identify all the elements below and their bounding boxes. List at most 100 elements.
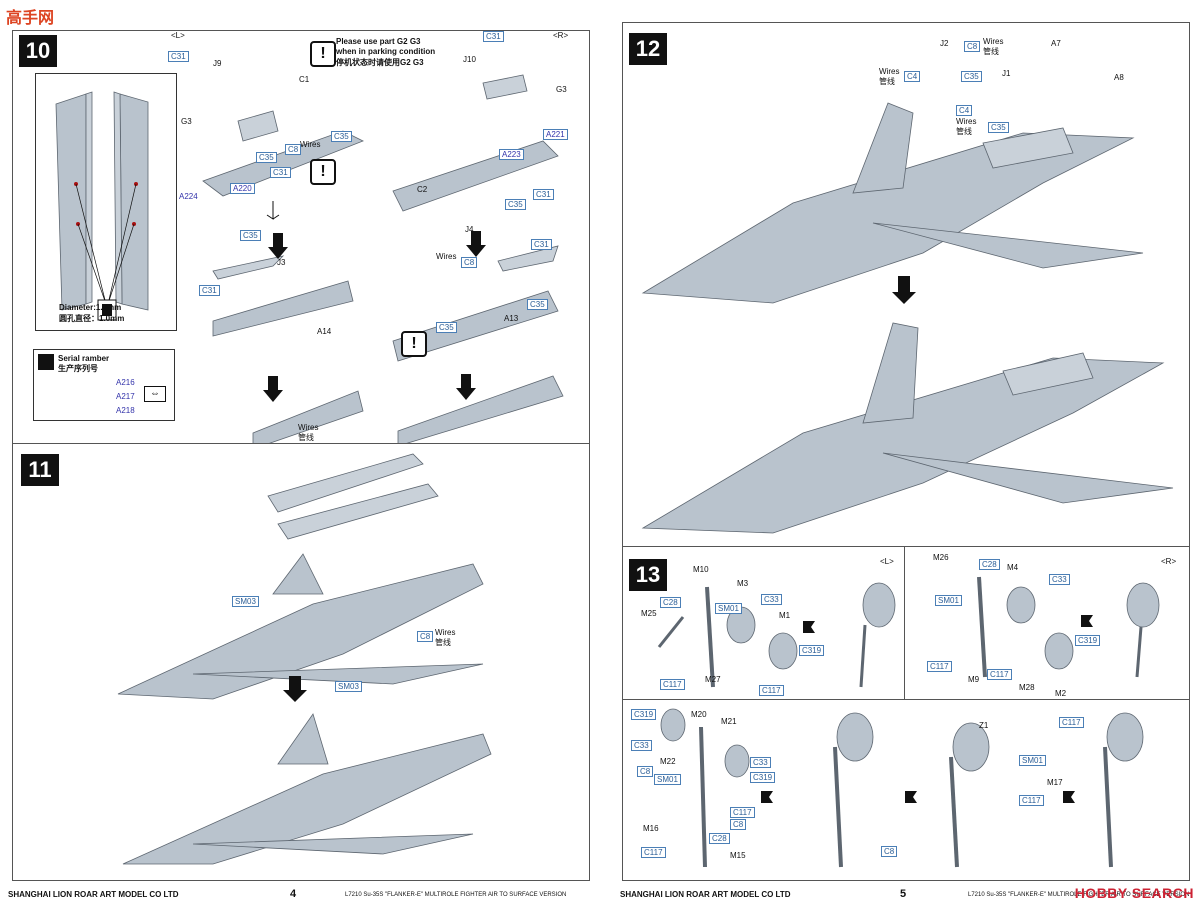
warning-icon: !: [310, 41, 336, 67]
part-c31-r1: C31: [483, 31, 504, 42]
part-c31-1: C31: [168, 51, 189, 62]
part-j3: J3: [277, 258, 286, 267]
part-m9: M9: [968, 675, 980, 684]
part-c8-f1: C8: [637, 766, 654, 777]
part-a7: A7: [1051, 39, 1061, 48]
divider-horizontal: [623, 699, 1189, 700]
warning-icon-2: !: [310, 159, 336, 185]
site-logo: 高手网: [6, 10, 55, 27]
part-sm01-f: SM01: [654, 774, 681, 785]
step10-right-drawing: [392, 74, 564, 444]
wires-label-12a: Wires: [983, 37, 1004, 46]
part-g3-l: G3: [181, 117, 192, 126]
step13-number: 13: [629, 559, 667, 591]
part-c8-f2: C8: [730, 819, 747, 830]
step11-number: 11: [21, 454, 59, 486]
serial-a217: A217: [116, 392, 135, 401]
part-c35-12a: C35: [961, 71, 982, 82]
hobby-search-watermark: HOBBY SEARCH: [1074, 885, 1194, 901]
part-m28: M28: [1019, 683, 1035, 692]
part-a220: A220: [230, 183, 255, 194]
swap-icon: ⇔: [144, 386, 166, 402]
diameter-detail-inset: [35, 73, 177, 331]
part-m16: M16: [643, 824, 659, 833]
part-c117-r1: C117: [927, 661, 952, 672]
step10-note-en: Please use part G2 G3: [336, 37, 421, 46]
wires-label-12b: Wires: [879, 67, 900, 76]
part-c117-f3: C117: [1059, 717, 1084, 728]
part-c319-f1: C319: [631, 709, 657, 720]
part-m17: M17: [1047, 778, 1063, 787]
serial-number-box: Serial ramber 生产序列号 A216 A217 A218 ⇔: [33, 349, 175, 421]
step10-note-en2: when in parking condition: [336, 47, 436, 56]
part-m2: M2: [1055, 689, 1067, 698]
part-c1: C1: [299, 75, 310, 84]
left-page: 高手网 10 <L> <R> ! Please use part G2 G3 w…: [6, 10, 590, 900]
step10-side-right: <R>: [553, 31, 569, 40]
part-c33-r: C33: [1049, 574, 1070, 585]
step13-panel: 13 <L> <R>: [622, 546, 1190, 881]
part-m21: M21: [721, 717, 737, 726]
part-c117-l1: C117: [660, 679, 685, 690]
part-c35-3: C35: [240, 230, 261, 241]
part-c28-r: C28: [979, 559, 1000, 570]
step11-panel: 11 SM03 C8 Wires 管线 SM03: [12, 443, 590, 881]
part-c8-11: C8: [417, 631, 434, 642]
part-m20: M20: [691, 710, 707, 719]
part-c31-2: C31: [270, 167, 291, 178]
part-m1: M1: [779, 611, 791, 620]
step10-panel: 10 <L> <R> ! Please use part G2 G3 when …: [12, 30, 590, 445]
step13-side-left: <L>: [880, 557, 894, 566]
part-j2: J2: [940, 39, 949, 48]
part-j1: J1: [1002, 69, 1011, 78]
diameter-label-cn: 圆孔直径：1.0mm: [59, 314, 125, 323]
part-m25: M25: [641, 609, 657, 618]
part-c35-r2: C35: [527, 299, 548, 310]
wires-label-11: Wires: [435, 628, 456, 637]
part-sm01-r: SM01: [935, 595, 962, 606]
part-m10: M10: [693, 565, 709, 574]
wires-label-12c-cn: 管线: [956, 127, 972, 136]
part-c35-12b: C35: [988, 122, 1009, 133]
part-c31-r3: C31: [531, 239, 552, 250]
step12-panel: 12 J2 C8 Wires 管线 A7 Wires 管线 C4 C35 J1 …: [622, 22, 1190, 548]
part-g3-r: G3: [556, 85, 567, 94]
serial-title: Serial ramber: [58, 354, 110, 363]
step11-aircraft-drawing: [117, 453, 492, 865]
intake-duct-detail-drawing: [55, 91, 149, 321]
step10-number: 10: [19, 35, 57, 67]
part-m27: M27: [705, 675, 721, 684]
part-c117-f2: C117: [641, 847, 666, 858]
step12-aircraft-drawing: [641, 102, 1174, 534]
wires-label-bottom-cn: 管线: [298, 433, 314, 442]
footer-kit-left: L7210 Su-35S "FLANKER-E" MULTIROLE FIGHT…: [345, 892, 567, 898]
serial-icon: [38, 354, 54, 370]
part-c35-1: C35: [331, 131, 352, 142]
warning-icon-3: !: [401, 331, 427, 357]
step10-left-drawing: [202, 110, 364, 444]
serial-a216: A216: [116, 378, 135, 387]
part-sm01-l: SM01: [715, 603, 742, 614]
step13-gear-drawing: [657, 576, 1160, 868]
part-c8-f3: C8: [881, 846, 898, 857]
part-m22: M22: [660, 757, 676, 766]
part-c8-r: C8: [461, 257, 478, 268]
wires-label-12a-cn: 管线: [983, 47, 999, 56]
serial-a218: A218: [116, 406, 135, 415]
part-c8-12: C8: [964, 41, 981, 52]
part-c33-l: C33: [761, 594, 782, 605]
part-c8-1: C8: [285, 144, 302, 155]
step10-side-left: <L>: [171, 31, 185, 40]
part-a14: A14: [317, 327, 332, 336]
footer-company-right: SHANGHAI LION ROAR ART MODEL CO LTD: [620, 890, 791, 899]
right-page: 12 J2 C8 Wires 管线 A7 Wires 管线 C4 C35 J1 …: [600, 0, 1200, 903]
part-c4-1: C4: [904, 71, 921, 82]
part-m4: M4: [1007, 563, 1019, 572]
part-c117-l2: C117: [759, 685, 784, 696]
part-c4-2: C4: [956, 105, 973, 116]
part-c319-r: C319: [1075, 635, 1101, 646]
divider-vertical: [904, 547, 905, 699]
part-j4: J4: [465, 225, 474, 234]
part-c35-2: C35: [256, 152, 277, 163]
part-sm03-2: SM03: [335, 681, 362, 692]
